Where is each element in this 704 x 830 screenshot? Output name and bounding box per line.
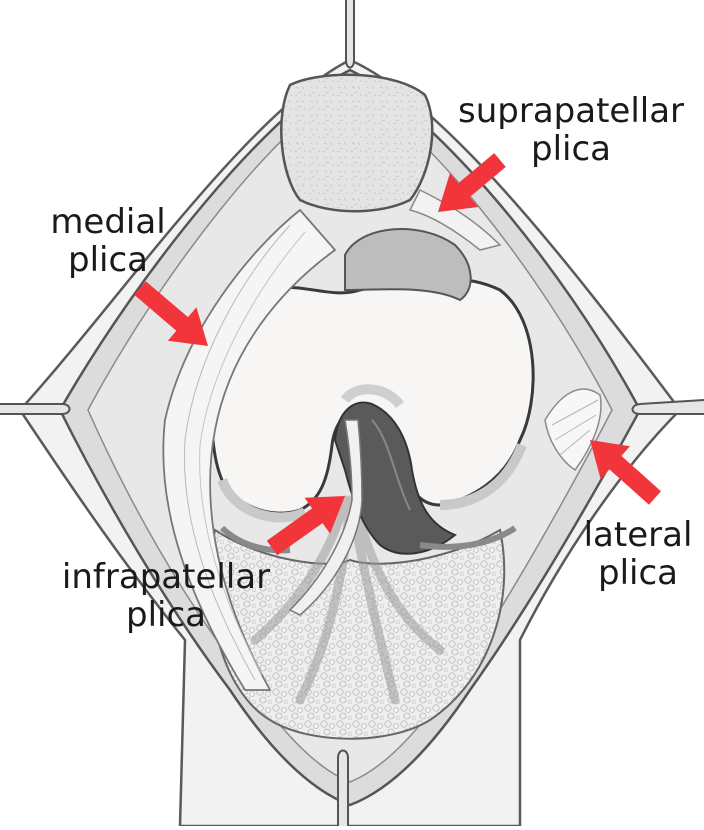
label-medial-plica: medial plica	[48, 203, 168, 279]
retractor-left	[0, 404, 70, 414]
label-lateral-plica: lateral plica	[582, 516, 694, 592]
retractor-top	[346, 0, 354, 68]
patella	[281, 75, 432, 211]
retractor-bottom	[338, 751, 348, 827]
label-infrapatellar-plica: infrapatellar plica	[60, 558, 272, 634]
label-suprapatellar-plica: suprapatellar plica	[458, 92, 684, 168]
